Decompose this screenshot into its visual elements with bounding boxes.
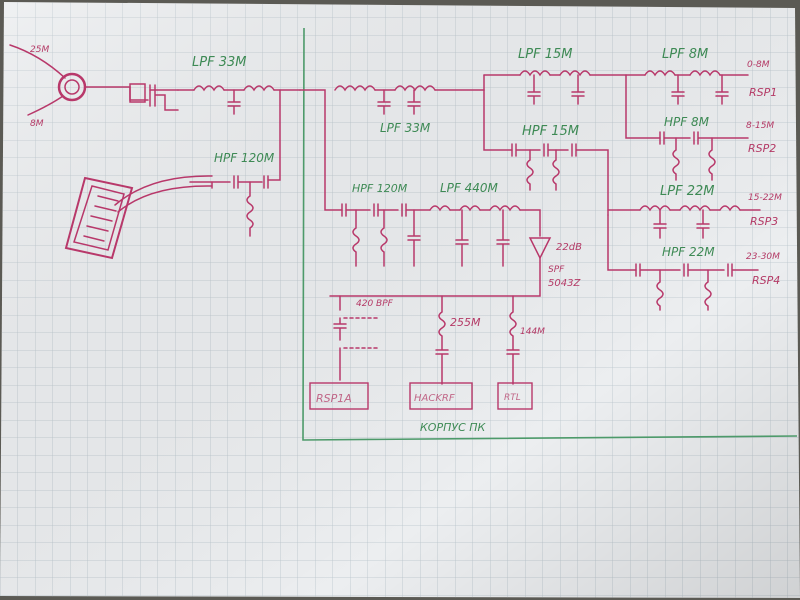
label-gain: 22dB xyxy=(556,242,582,253)
label-amp-part-2: 5043Z xyxy=(548,278,581,289)
label-rsp3: RSP3 xyxy=(750,215,778,228)
label-144m: 144M xyxy=(520,327,545,337)
label-lpf440: LPF 440M xyxy=(440,181,499,195)
rtl-box xyxy=(497,382,533,410)
lpf33-top-coils xyxy=(193,85,275,92)
pc-enclosure-boundary xyxy=(302,27,798,441)
label-lpf8: LPF 8M xyxy=(662,47,708,62)
label-hpf120-left: HPF 120M xyxy=(214,151,275,165)
label-lpf33-mid: LPF 33M xyxy=(380,121,431,135)
label-255m: 255M xyxy=(450,316,481,329)
label-rsp1a: RSP1A xyxy=(316,392,352,405)
label-lpf22: LPF 22M xyxy=(660,184,714,199)
label-hpf22: HPF 22M xyxy=(662,245,715,259)
label-hpf8: HPF 8M xyxy=(664,115,710,129)
label-range-rsp3: 15-22M xyxy=(748,193,782,203)
lpf8-coils xyxy=(644,70,721,77)
label-rsp4: RSP4 xyxy=(752,274,780,287)
wiring xyxy=(9,44,761,410)
label-ant-25m: 25M xyxy=(30,45,49,55)
label-range-rsp2: 8-15M xyxy=(746,121,774,131)
loop-antenna-box xyxy=(64,176,134,260)
label-rtl: RTL xyxy=(504,393,521,403)
label-amp-part-1: SPF xyxy=(548,265,565,275)
label-lpf33-top: LPF 33M xyxy=(192,55,246,70)
antenna-8m-wire xyxy=(27,95,64,116)
label-lpf15: LPF 15M xyxy=(518,47,572,62)
label-rsp1: RSP1 xyxy=(749,86,777,99)
transformer xyxy=(149,84,179,111)
rsp1a-box xyxy=(309,382,369,410)
balun-box xyxy=(129,83,146,103)
label-hpf120-mid: HPF 120M xyxy=(352,182,408,195)
label-enclosure: КОРПУС ПК xyxy=(420,421,487,434)
label-range-rsp1: 0-8M xyxy=(747,60,770,70)
hackrf-box xyxy=(409,382,473,410)
lpf15-coils xyxy=(519,70,591,77)
label-range-rsp4: 23-30M xyxy=(746,252,780,262)
label-hackrf: HACKRF xyxy=(414,393,455,404)
label-ant-8m: 8M xyxy=(30,119,44,129)
labels: 25M 8M LPF 33M HPF 120M LPF 33M LPF 15M … xyxy=(30,45,782,434)
label-bpf420: 420 BPF xyxy=(356,299,394,309)
lpf22-coils xyxy=(639,205,741,212)
amplifier-triangle xyxy=(528,237,552,260)
lpf33-mid-coils xyxy=(334,85,436,92)
label-rsp2: RSP2 xyxy=(748,142,776,155)
antenna-25m-wire xyxy=(9,44,66,79)
lpf440-coils xyxy=(429,205,521,212)
label-hpf15: HPF 15M xyxy=(522,124,579,139)
